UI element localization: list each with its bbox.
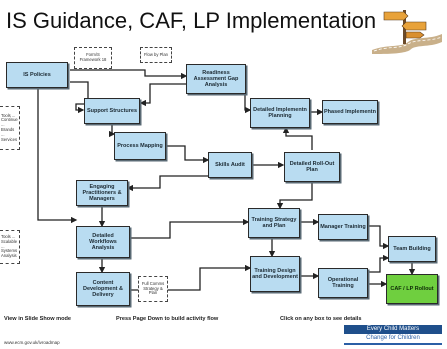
box-engaging-practitioners[interactable]: Engaging Practitioners & Managers	[76, 180, 128, 206]
box-detailed-rollout-plan[interactable]: Detailed Roll-Out Plan	[284, 152, 340, 182]
note-tools-services: Tools ... Continue ... Brands ... Servic…	[0, 106, 20, 150]
box-manager-training[interactable]: Manager Training	[318, 214, 368, 240]
box-caf-lp-rollout[interactable]: CAF / LP Rollout	[386, 274, 438, 304]
box-detailed-workflows[interactable]: Detailed Workflows Analysis	[76, 226, 130, 258]
box-training-strategy[interactable]: Training Strategy and Plan	[248, 208, 300, 238]
note-comms-strategy: Full Comms Strategy & Plan	[138, 276, 168, 302]
box-readiness-assessment[interactable]: Readiness Assessment Gap Analysis	[186, 64, 246, 94]
hint-click-box: Click on any box to see details	[280, 316, 362, 322]
box-skills-audit[interactable]: Skills Audit	[208, 152, 252, 178]
box-content-development[interactable]: Content Development & Delivery	[76, 272, 130, 306]
hint-slide-show: View in Slide Show mode	[4, 316, 72, 322]
note-framework: Form/S Framework 18	[74, 47, 112, 69]
box-operational-training[interactable]: Operational Training	[318, 268, 368, 298]
brand-line-2: Change for Children	[344, 334, 442, 345]
note-tools-systems: Tools ... Scalable ... Systems Analysis	[0, 230, 20, 264]
box-detailed-implementation-planning[interactable]: Detailed Implementn Planning	[250, 98, 310, 128]
hint-page-down: Press Page Down to build activity flow	[116, 316, 219, 322]
box-phased-implementation[interactable]: Phased Implementn	[322, 100, 378, 124]
footer-url: www.ecm.gov.uk/ivroadmap	[4, 340, 60, 345]
box-training-design[interactable]: Training Design and Development	[250, 256, 300, 292]
box-team-building[interactable]: Team Building	[388, 236, 436, 262]
page-title: IS Guidance, CAF, LP Implementation	[6, 8, 377, 33]
signpost-road-icon	[372, 10, 443, 54]
note-flow-plan: Flow by Plan	[140, 47, 172, 63]
box-support-structures[interactable]: Support Structures	[84, 98, 140, 124]
box-process-mapping[interactable]: Process Mapping	[114, 132, 166, 160]
every-child-matters-logo: Every Child Matters Change for Children	[344, 325, 442, 345]
brand-line-1: Every Child Matters	[344, 325, 442, 334]
box-is-policies[interactable]: IS Policies	[6, 62, 68, 88]
